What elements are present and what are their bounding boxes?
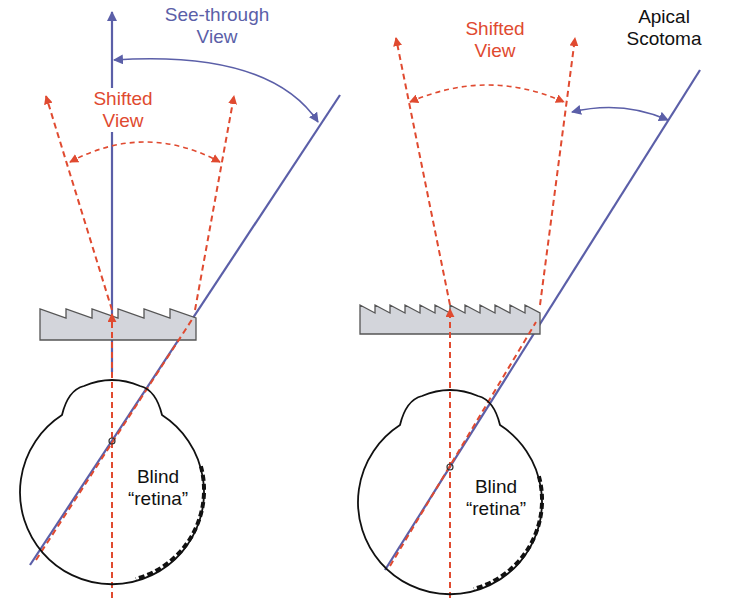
view-label: Shifted View — [80, 88, 166, 132]
eye-outline: Blind “retina” — [355, 388, 545, 592]
eyeball — [20, 380, 204, 584]
prism-body — [360, 305, 540, 334]
oblique-ray — [30, 95, 340, 565]
eye-outline: Blind “retina” — [17, 378, 207, 582]
nodal-point — [447, 464, 453, 470]
shifted-ray — [390, 322, 536, 566]
scotoma-label: Apical Scotoma — [618, 6, 710, 50]
prism — [40, 309, 196, 340]
view-label: Shifted View — [452, 18, 538, 62]
eyeball — [358, 390, 542, 594]
prism-body — [40, 309, 196, 340]
nodal-point — [109, 438, 115, 444]
shifted-arc — [70, 142, 220, 162]
shifted-ray — [540, 38, 575, 305]
shifted-ray — [36, 318, 193, 560]
shifted-ray — [111, 314, 113, 598]
eye-label: Blind “retina” — [459, 476, 533, 520]
shifted-arc — [410, 85, 564, 102]
shifted-ray — [195, 96, 234, 310]
shifted-ray — [396, 38, 450, 305]
view-label: See-through View — [150, 4, 284, 48]
prism — [360, 305, 540, 334]
scotoma-arc — [572, 108, 668, 121]
shifted-ray — [449, 309, 451, 598]
eye-label: Blind “retina” — [121, 466, 195, 510]
